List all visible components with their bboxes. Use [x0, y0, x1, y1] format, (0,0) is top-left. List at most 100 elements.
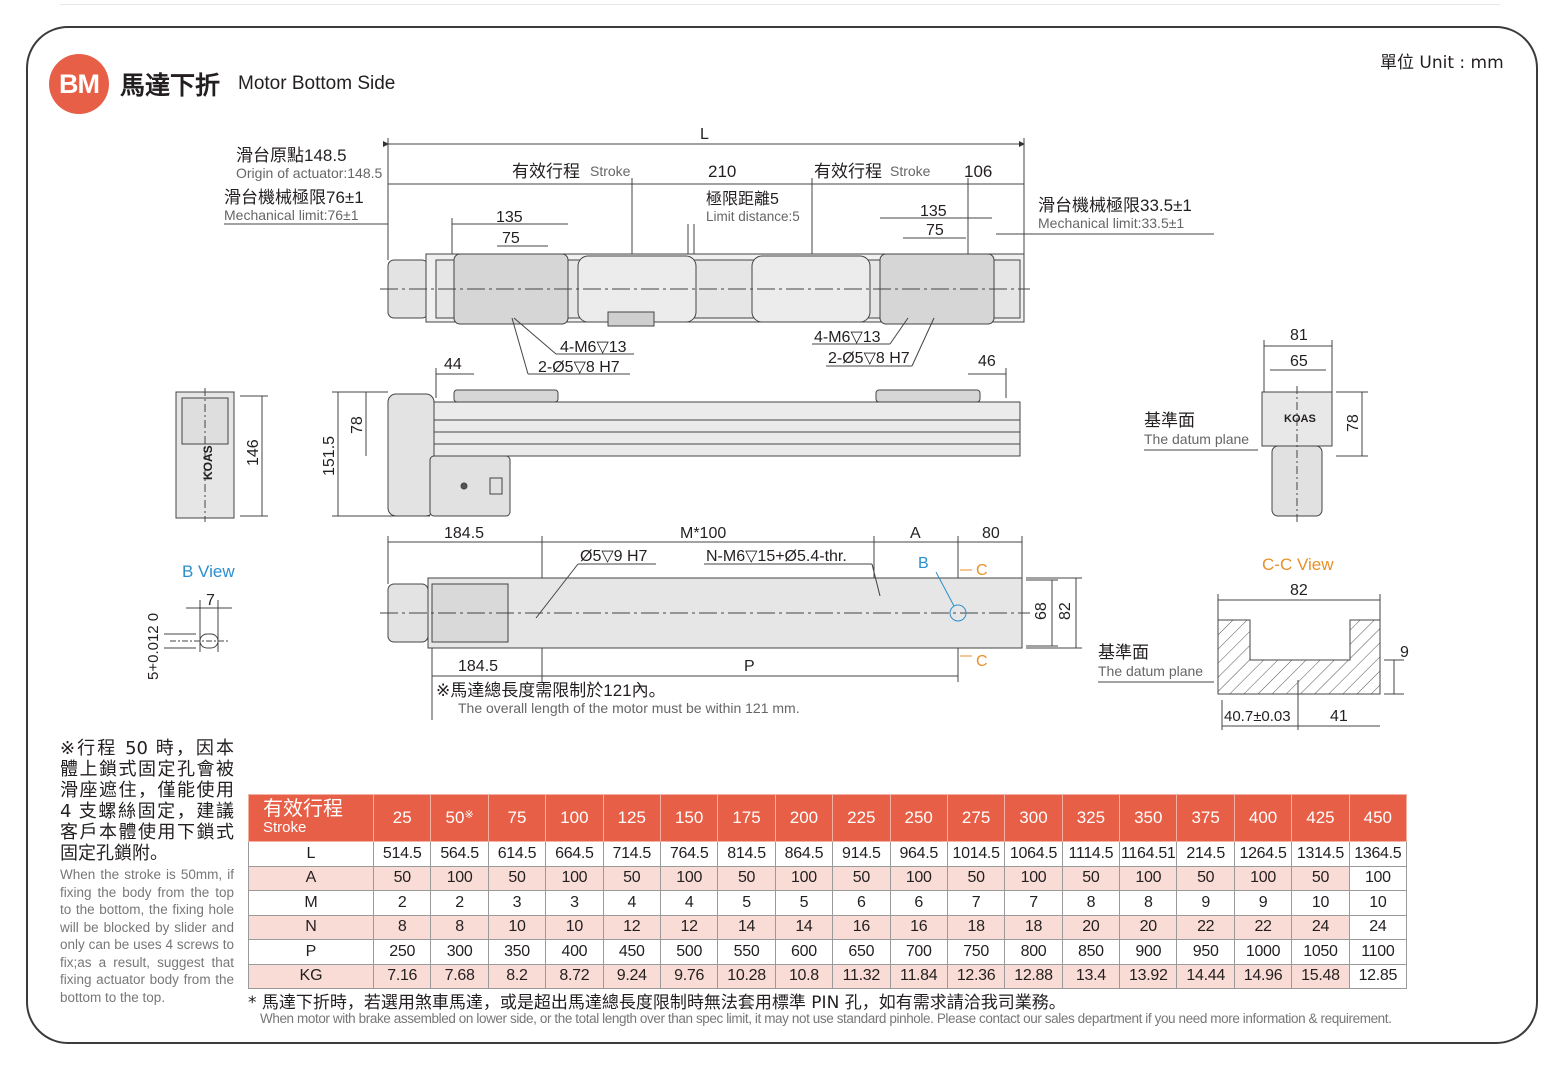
dim-75-right: 75	[926, 222, 944, 239]
table-cell: 100	[1348, 865, 1408, 891]
dim-151-5: 151.5	[321, 436, 338, 476]
table-cell: 10.28	[717, 963, 776, 989]
table-cell: 9	[1233, 890, 1293, 916]
table-cell: 764.5	[659, 841, 719, 867]
dim-135-left: 135	[496, 209, 523, 226]
datum-zh-1: 基準面	[1144, 411, 1195, 430]
table-cell: 12	[659, 914, 719, 940]
table-cell: 8	[1119, 890, 1178, 916]
table-cell: 750	[946, 939, 1006, 965]
table-cell: 714.5	[602, 841, 661, 867]
dim-135-right: 135	[920, 203, 947, 220]
mech-left-en: Mechanical limit:76±1	[224, 207, 359, 223]
table-cell: 100	[1233, 865, 1293, 891]
stroke-col-header: 325	[1061, 794, 1121, 842]
table-cell: 7	[1004, 890, 1063, 916]
table-cell: 8.2	[487, 963, 547, 989]
table-cell: 8.72	[545, 963, 604, 989]
bottom-view	[380, 536, 1082, 720]
stroke-col-header: 350	[1119, 794, 1178, 842]
datum-zh-2: 基準面	[1098, 643, 1149, 662]
table-cell: 22	[1233, 914, 1293, 940]
table-cell: 10	[487, 914, 547, 940]
table-cell: 1364.5	[1348, 841, 1408, 867]
table-cell: 11.84	[889, 963, 948, 989]
table-cell: 214.5	[1176, 841, 1235, 867]
tolerance-label: 5+0.012 0	[145, 613, 162, 680]
side-view	[332, 368, 1021, 517]
table-cell: 12	[602, 914, 661, 940]
stroke-col-header: 150	[659, 794, 719, 842]
datum-en-1: The datum plane	[1144, 431, 1249, 447]
table-cell: 100	[430, 865, 489, 891]
table-cell: 9.76	[659, 963, 719, 989]
motor-note-zh: ※馬達總長度需限制於121內。	[436, 681, 666, 700]
table-cell: 50	[602, 865, 661, 891]
row-label: L	[248, 841, 374, 867]
table-cell: 1014.5	[946, 841, 1006, 867]
stroke-col-header: 25	[372, 794, 432, 842]
dim-L: L	[700, 126, 709, 143]
row-label: KG	[248, 963, 374, 989]
dim-82-bottom: 82	[1057, 602, 1074, 620]
right-end-view	[1144, 340, 1368, 522]
stroke-50-note-zh: ※行程 50 時，因本體上鎖式固定孔會被滑座遮住，僅能使用 4 支螺絲固定，建議…	[60, 738, 234, 864]
table-cell: 250	[372, 939, 432, 965]
screw-label-left: 4-M6▽13	[560, 339, 627, 356]
table-cell: 5	[717, 890, 776, 916]
origin-zh: 滑台原點148.5	[236, 146, 347, 165]
page-frame	[26, 26, 1538, 1044]
row-label: A	[248, 865, 374, 891]
bottom-view-labels: 184.5 M*100 A 80 Ø5▽9 H7 N-M6▽15+Ø5.4-th…	[436, 525, 1074, 716]
dim-82-cc: 82	[1290, 582, 1308, 599]
table-cell: 100	[1119, 865, 1178, 891]
table-cell: 14	[774, 914, 834, 940]
stroke-col-header: 50※	[430, 794, 489, 842]
table-cell: 1314.5	[1291, 841, 1350, 867]
table-cell: 1064.5	[1004, 841, 1063, 867]
dim-68: 68	[1033, 602, 1050, 620]
table-cell: 5	[774, 890, 834, 916]
stroke-col-header: 200	[774, 794, 834, 842]
datum-en-2: The datum plane	[1098, 663, 1203, 679]
table-cell: 12.85	[1348, 963, 1408, 989]
spec-table: 有效行程 Stroke 25 50※ 75 100 125 150 175 20…	[248, 794, 1408, 989]
dim-78-end: 78	[1345, 414, 1362, 432]
table-cell: 1100	[1348, 939, 1408, 965]
row-label: M	[248, 890, 374, 916]
table-cell: 8	[1061, 890, 1121, 916]
table-cell: 10.8	[774, 963, 834, 989]
table-cell: 7.16	[372, 963, 432, 989]
table-cell: 2	[430, 890, 489, 916]
table-cell: 4	[659, 890, 719, 916]
table-cell: 7	[946, 890, 1006, 916]
table-cell: 914.5	[832, 841, 891, 867]
dim-9: 9	[1400, 644, 1409, 661]
table-cell: 50	[717, 865, 776, 891]
screw-label-right: 4-M6▽13	[814, 329, 881, 346]
table-cell: 964.5	[889, 841, 948, 867]
table-cell: 814.5	[717, 841, 776, 867]
table-cell: 50	[946, 865, 1006, 891]
b-view	[164, 600, 232, 652]
limit-en: Limit distance:5	[706, 209, 800, 224]
dim-210: 210	[708, 162, 736, 181]
table-cell: 50	[1061, 865, 1121, 891]
stroke-zh-1: 有效行程	[512, 162, 580, 181]
top-rule	[60, 4, 1500, 5]
table-cell: 100	[889, 865, 948, 891]
table-header-row: 有效行程 Stroke 25 50※ 75 100 125 150 175 20…	[248, 794, 1408, 842]
table-cell: 22	[1176, 914, 1235, 940]
stroke-col-value: 50	[445, 808, 465, 827]
table-cell: 50	[372, 865, 432, 891]
table-cell: 900	[1119, 939, 1178, 965]
motor-note-en: The overall length of the motor must be …	[458, 700, 800, 716]
table-cell: 50	[1176, 865, 1235, 891]
top-view	[224, 138, 1214, 375]
table-cell: 450	[602, 939, 661, 965]
table-cell: 50	[832, 865, 891, 891]
stroke-col-header: 175	[717, 794, 776, 842]
